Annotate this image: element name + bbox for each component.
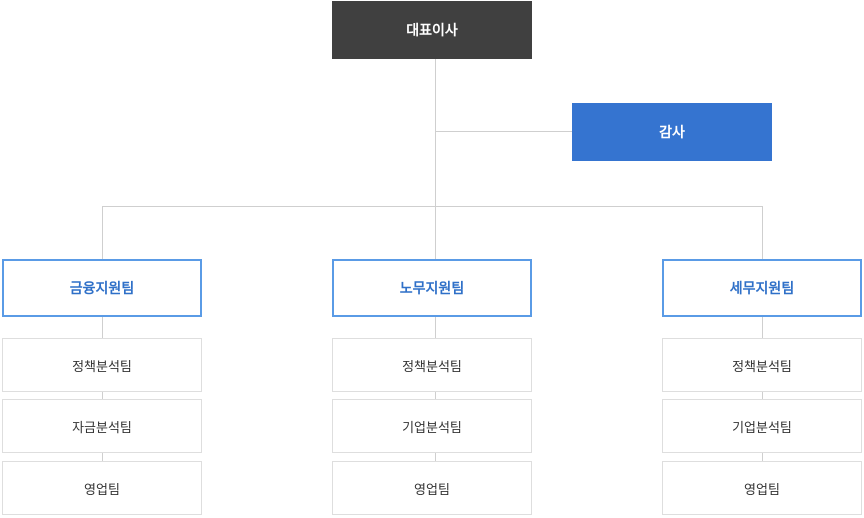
connector-team-3-drop bbox=[762, 206, 763, 259]
sub-team-box: 영업팀 bbox=[332, 461, 532, 515]
sub-team-box: 정책분석팀 bbox=[662, 338, 862, 392]
connector-audit-branch bbox=[435, 131, 572, 132]
sub-team-label: 정책분석팀 bbox=[732, 359, 792, 375]
sub-team-label: 기업분석팀 bbox=[402, 420, 462, 436]
sub-team-box: 기업분석팀 bbox=[662, 399, 862, 453]
team-box-tax: 세무지원팀 bbox=[662, 259, 862, 317]
sub-team-label: 정책분석팀 bbox=[402, 359, 462, 375]
audit-label: 감사 bbox=[659, 125, 685, 141]
team-box-finance: 금융지원팀 bbox=[2, 259, 202, 317]
ceo-label: 대표이사 bbox=[406, 23, 458, 39]
sub-team-label: 영업팀 bbox=[414, 482, 450, 498]
sub-team-box: 정책분석팀 bbox=[332, 338, 532, 392]
sub-team-box: 정책분석팀 bbox=[2, 338, 202, 392]
sub-team-label: 기업분석팀 bbox=[732, 420, 792, 436]
team-label: 노무지원팀 bbox=[399, 281, 465, 297]
connector-ceo-trunk bbox=[435, 59, 436, 259]
connector-teams-bar bbox=[102, 206, 763, 207]
sub-team-box: 영업팀 bbox=[2, 461, 202, 515]
audit-box: 감사 bbox=[572, 103, 772, 161]
sub-team-label: 자금분석팀 bbox=[72, 420, 132, 436]
team-box-labor: 노무지원팀 bbox=[332, 259, 532, 317]
team-label: 금융지원팀 bbox=[69, 281, 135, 297]
sub-team-box: 영업팀 bbox=[662, 461, 862, 515]
sub-team-label: 정책분석팀 bbox=[72, 359, 132, 375]
team-label: 세무지원팀 bbox=[729, 281, 795, 297]
sub-team-label: 영업팀 bbox=[84, 482, 120, 498]
sub-team-label: 영업팀 bbox=[744, 482, 780, 498]
sub-team-box: 기업분석팀 bbox=[332, 399, 532, 453]
ceo-box: 대표이사 bbox=[332, 1, 532, 59]
connector-team-1-drop bbox=[102, 206, 103, 259]
sub-team-box: 자금분석팀 bbox=[2, 399, 202, 453]
